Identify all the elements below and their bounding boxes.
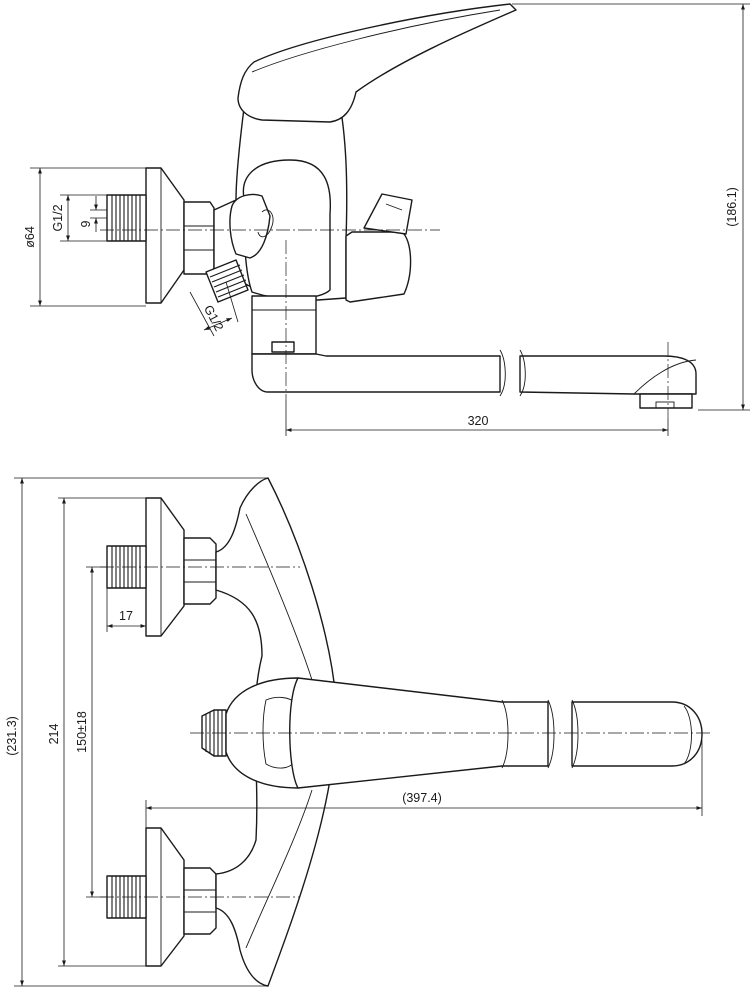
inlet-thread-angled	[205, 259, 249, 303]
hex-nut-side	[183, 201, 215, 275]
thread-size-label: G1/2	[51, 204, 65, 231]
dim-outlet-height: (186.1)	[512, 3, 750, 411]
flange-distance-label: 214	[47, 724, 61, 745]
dim-thread-length: 9	[79, 196, 107, 232]
spout-length-label: 320	[468, 414, 489, 428]
dim-spout-length: 320	[285, 400, 669, 436]
inlet-thread-label: G1/2	[201, 303, 226, 334]
inlet-spacing-label: 150±18	[75, 711, 89, 753]
dim-overall-width: (231.3)	[5, 477, 268, 987]
dim-thread-depth: 17	[106, 588, 147, 636]
dim-flange-distance: 214	[47, 497, 146, 967]
faucet-body-side	[213, 3, 517, 303]
outlet-height-label: (186.1)	[725, 187, 739, 227]
spout-reach-label: (397.4)	[402, 791, 442, 805]
side-view: ø64 G1/2 9 G1/2 (186.	[23, 3, 750, 436]
wall-flange-side	[145, 167, 185, 304]
dim-spout-reach: (397.4)	[145, 740, 703, 828]
overall-width-label: (231.3)	[5, 716, 19, 756]
inlet-thread-side	[106, 194, 147, 242]
flange-diameter-label: ø64	[23, 226, 37, 248]
faucet-body-top	[201, 477, 337, 987]
swivel-nut-side	[251, 295, 317, 355]
dim-flange-diameter: ø64	[23, 167, 146, 307]
dim-thread-size: G1/2	[51, 194, 107, 242]
spout-side	[251, 349, 697, 409]
dim-inlet-spacing: 150±18	[75, 566, 107, 898]
thread-depth-label: 17	[119, 609, 133, 623]
thread-length-label: 9	[79, 220, 93, 227]
top-view: (231.3) 214 150±18 17 (397.4	[5, 477, 710, 987]
